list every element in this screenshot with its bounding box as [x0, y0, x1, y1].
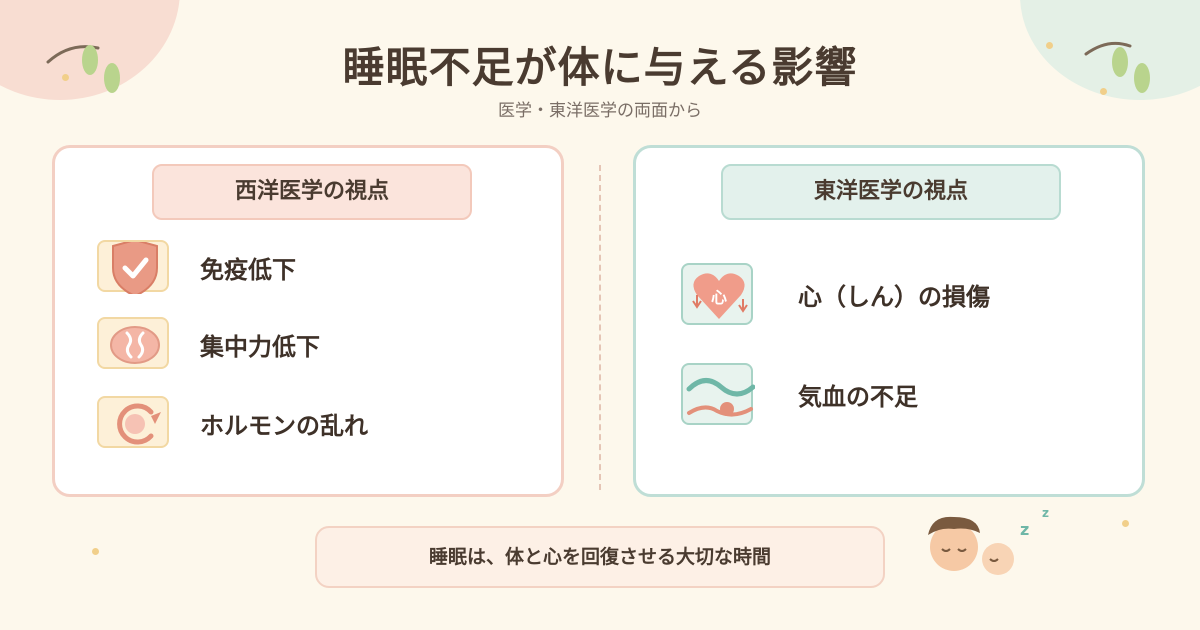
eastern-item-heart: 心 心（しん）の損傷 [636, 263, 1142, 325]
cycle-arrow-icon [97, 396, 169, 448]
eastern-heading: 東洋医学の視点 [721, 164, 1061, 220]
shield-check-icon [97, 240, 169, 294]
leaf-sprig-icon [46, 45, 120, 93]
western-item-label: 集中力低下 [200, 333, 320, 361]
eastern-item-label: 気血の不足 [798, 383, 918, 411]
eastern-item-label: 心（しん）の損傷 [798, 283, 990, 311]
western-medicine-card: 西洋医学の視点 免疫低下 集中力低下 ホルモンの乱れ [52, 145, 564, 497]
western-heading: 西洋医学の視点 [152, 164, 472, 220]
decor-dot [62, 74, 69, 81]
western-item-label: 免疫低下 [200, 256, 296, 284]
heart-arrow-icon: 心 [681, 263, 753, 325]
qi-blood-flow-icon [681, 363, 755, 425]
page-subtitle: 医学・東洋医学の両面から [498, 101, 702, 121]
western-item-label: ホルモンの乱れ [200, 412, 368, 440]
western-item-immunity: 免疫低下 [55, 240, 561, 300]
eastern-item-qi-blood: 気血の不足 [636, 363, 1142, 425]
leaf-sprig-icon [1084, 41, 1150, 93]
page-title: 睡眠不足が体に与える影響 [342, 43, 858, 92]
decor-dot [92, 548, 99, 555]
sleep-z-icon: z [1042, 506, 1049, 520]
heart-icon-text: 心 [711, 288, 727, 307]
sleep-z-icon: z [1020, 520, 1030, 539]
decor-dot [1046, 42, 1053, 49]
footer-message: 睡眠は、体と心を回復させる大切な時間 [315, 526, 885, 588]
decor-dot [1100, 88, 1107, 95]
brain-icon [97, 317, 169, 369]
sleeping-people-icon [928, 516, 1014, 575]
decor-dot [1122, 520, 1129, 527]
western-item-concentration: 集中力低下 [55, 317, 561, 377]
center-divider [599, 165, 601, 490]
western-item-hormones: ホルモンの乱れ [55, 396, 561, 456]
eastern-medicine-card: 東洋医学の視点 心 心（しん）の損傷 気血の不足 [633, 145, 1145, 497]
